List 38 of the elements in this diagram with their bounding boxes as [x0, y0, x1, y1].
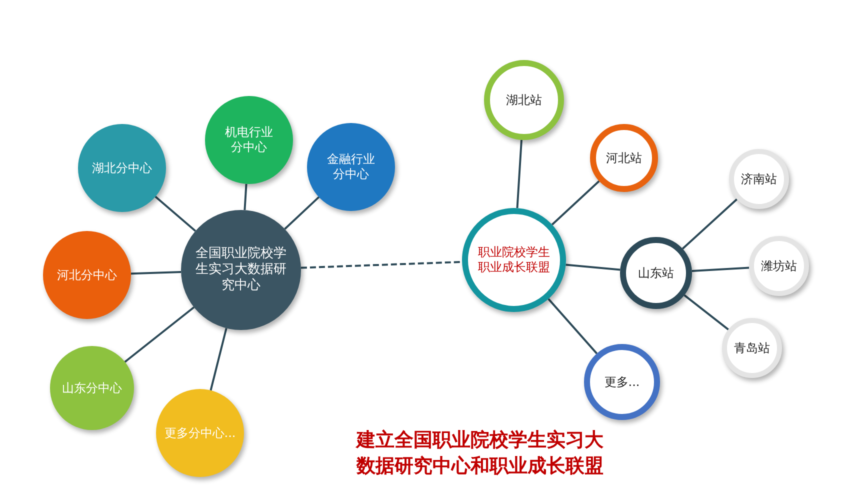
connector-line: [551, 180, 600, 226]
connector-line: [154, 196, 196, 232]
node-label: 金融行业分中心: [326, 152, 376, 182]
node-label: 河北分中心: [56, 268, 118, 282]
circle-node: [584, 344, 660, 420]
node-label: 更多...: [603, 374, 641, 390]
node-label: 济南站: [740, 172, 778, 186]
circle-node: [749, 236, 809, 296]
connector-line: [210, 328, 228, 391]
node-label: 潍坊站: [760, 258, 798, 274]
connector-line: [692, 266, 750, 272]
node-label: 湖北分中心: [91, 160, 153, 176]
node-label: 机电行业分中心: [224, 125, 274, 155]
connector-line: [548, 298, 598, 354]
node-label: 更多分中心...: [163, 426, 237, 440]
diagram-title: 建立全国职业院校学生实习大数据研究中心和职业成长联盟: [354, 428, 604, 479]
node-label: 山东站: [637, 266, 675, 280]
node-label: 湖北站: [505, 92, 543, 108]
circle-node: [729, 149, 789, 209]
node-label: 河北站: [605, 150, 643, 166]
node-label: 青岛站: [733, 340, 771, 356]
circle-node: [722, 318, 782, 378]
connector-line: [130, 270, 182, 275]
connector-line: [566, 264, 620, 271]
circle-node: [590, 124, 658, 192]
circle-node: [181, 210, 301, 330]
connector-line: [124, 306, 195, 363]
connector-line: [244, 184, 248, 210]
dashed-connector: [300, 260, 462, 269]
connector-line: [682, 198, 738, 250]
connector-line: [284, 196, 320, 230]
connector-line: [516, 140, 522, 208]
circle-node: [620, 237, 692, 309]
node-label: 职业院校学生职业成长联盟: [477, 245, 551, 275]
circle-node: [307, 123, 395, 211]
connector-line: [684, 294, 729, 330]
node-label: 山东分中心: [61, 380, 123, 396]
node-label: 全国职业院校学生实习大数据研究中心: [194, 246, 288, 294]
